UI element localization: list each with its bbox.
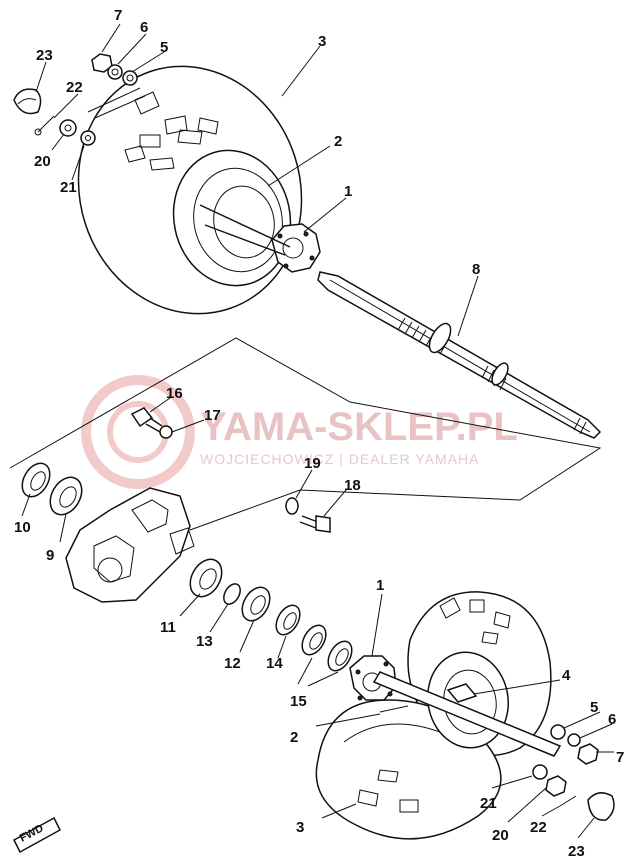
callout-7-bottom: 7 xyxy=(616,749,624,766)
callout-11: 11 xyxy=(160,619,176,636)
callout-23-bottom: 23 xyxy=(568,843,585,860)
leader-lines xyxy=(21,23,614,839)
callout-16: 16 xyxy=(166,385,183,402)
callout-15: 15 xyxy=(290,693,307,710)
cotter-pin-part-22-bottom xyxy=(559,795,577,807)
nut-part-20-bottom xyxy=(545,775,567,797)
callout-4: 4 xyxy=(562,667,571,684)
top-small-parts xyxy=(13,53,146,146)
callout-2-bottom: 2 xyxy=(290,729,298,746)
top-tire-tread xyxy=(124,91,219,171)
callout-22-top: 22 xyxy=(66,79,83,96)
callout-9: 9 xyxy=(46,547,54,564)
washer-part-6-bottom xyxy=(567,733,581,747)
callout-2-top: 2 xyxy=(334,133,342,150)
bearing-part-9 xyxy=(49,476,83,516)
callout-5-top: 5 xyxy=(160,39,168,56)
bottom-wheel-assembly xyxy=(315,591,615,840)
top-hub-part-1 xyxy=(271,223,321,273)
callout-1-bottom: 1 xyxy=(376,577,384,594)
callout-7-top: 7 xyxy=(114,7,122,24)
oil-seal-part-10 xyxy=(21,462,51,498)
bolt-part-16 xyxy=(130,407,163,433)
oil-seal-part-14 xyxy=(275,604,301,636)
collar-part-4 xyxy=(446,683,478,703)
cap-part-23-bottom xyxy=(587,792,615,821)
callout-1-top: 1 xyxy=(344,183,352,200)
watermark-title: YAMA-SKLEP.PL xyxy=(200,405,518,449)
oil-seal-part-15 xyxy=(301,624,353,672)
callout-20-bottom: 20 xyxy=(492,827,509,844)
callout-8: 8 xyxy=(472,261,480,278)
bolt-part-18 xyxy=(299,515,331,533)
callout-3-bottom: 3 xyxy=(296,819,304,836)
callout-3-top: 3 xyxy=(318,33,326,50)
final-drive-housing xyxy=(65,487,195,603)
top-rim xyxy=(172,149,292,287)
washer-part-19 xyxy=(285,497,299,515)
callout-labels: 7 6 5 23 22 20 21 3 2 1 8 16 17 19 18 10… xyxy=(14,7,624,860)
callout-19: 19 xyxy=(304,455,321,472)
fwd-direction-arrow: FWD xyxy=(13,816,61,854)
callout-10: 10 xyxy=(14,519,31,536)
bearing-part-12 xyxy=(241,586,271,622)
axle-shaft-part-8 xyxy=(317,271,602,439)
callout-6-bottom: 6 xyxy=(608,711,616,728)
callout-6-top: 6 xyxy=(140,19,148,36)
callout-22-bottom: 22 xyxy=(530,819,547,836)
washer-part-5-bottom xyxy=(550,724,566,740)
bearing-part-11 xyxy=(189,558,223,598)
callout-17: 17 xyxy=(204,407,221,424)
callout-20-top: 20 xyxy=(34,153,51,170)
bottom-hub-part-1 xyxy=(349,655,397,701)
callout-13: 13 xyxy=(196,633,213,650)
watermark: YAMA-SKLEP.PL WOJCIECHOWICZ | DEALER YAM… xyxy=(81,375,518,489)
callout-14: 14 xyxy=(266,655,283,672)
watermark-subtitle: WOJCIECHOWICZ | DEALER YAMAHA xyxy=(200,451,479,467)
callout-21-bottom: 21 xyxy=(480,795,497,812)
spacer-part-13 xyxy=(223,583,241,605)
callout-21-top: 21 xyxy=(60,179,77,196)
top-wheel-assembly xyxy=(13,53,321,315)
callout-23-top: 23 xyxy=(36,47,53,64)
washer-part-17 xyxy=(159,425,173,439)
callout-18: 18 xyxy=(344,477,361,494)
nut-part-7-bottom xyxy=(577,743,599,765)
washer-part-21-bottom xyxy=(532,764,548,780)
callout-5-bottom: 5 xyxy=(590,699,598,716)
callout-12: 12 xyxy=(224,655,241,672)
